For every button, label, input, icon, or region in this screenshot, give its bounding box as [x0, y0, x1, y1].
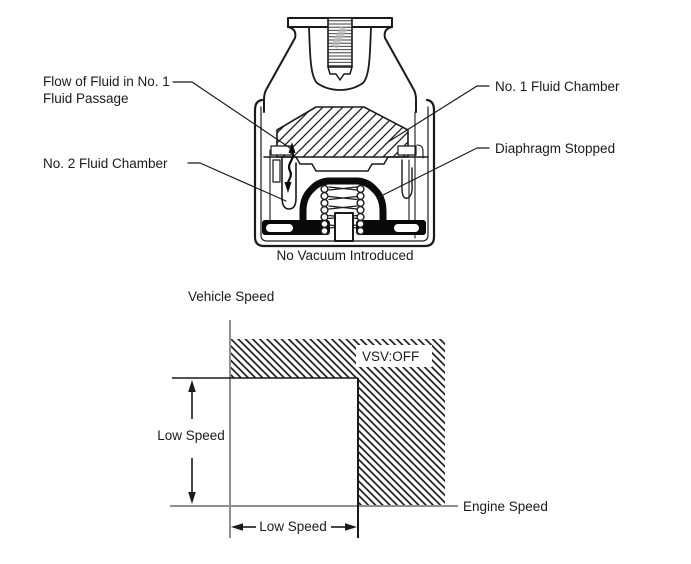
flow-of-fluid-label-line1: Flow of Fluid in No. 1 [43, 74, 170, 89]
engine-speed-axis-label: Engine Speed [463, 499, 548, 514]
vehicle-speed-axis-label: Vehicle Speed [188, 289, 274, 304]
vsv-graph: VSV:OFF Low Speed Low Speed Vehicle Spee… [157, 289, 548, 538]
low-speed-bottom-label: Low Speed [259, 519, 327, 534]
mount-outer-housing [253, 98, 436, 248]
low-speed-vertical-arrow-icon [188, 380, 196, 504]
low-speed-horizontal-arrow-icon [231, 523, 357, 531]
leader-flow-of-fluid [172, 81, 291, 149]
bellows [320, 184, 365, 236]
diaphragm [293, 177, 393, 234]
leader-diaphragm [376, 147, 490, 199]
mount-bell-left-side [263, 26, 297, 113]
leader-no2-chamber [187, 162, 287, 202]
rubber-block [276, 106, 409, 158]
vsv-off-hatched-region [230, 339, 445, 505]
mount-caption: No Vacuum Introduced [276, 248, 413, 263]
flow-of-fluid-label-line2: Fluid Passage [43, 91, 129, 106]
no2-fluid-chamber-label: No. 2 Fluid Chamber [43, 156, 168, 171]
threaded-stud [327, 17, 353, 81]
right-chamber-details [397, 111, 424, 239]
leader-no1-chamber [387, 85, 490, 143]
vsv-off-label: VSV:OFF [362, 349, 419, 364]
engine-mount-illustration: Flow of Fluid in No. 1 Fluid Passage No.… [43, 17, 620, 263]
vsv-off-label-box [356, 345, 432, 367]
leader-lines [172, 81, 490, 202]
no1-fluid-chamber-label: No. 1 Fluid Chamber [495, 79, 620, 94]
fluid-flow-arrow-icon [284, 142, 296, 193]
diaphragm-stopped-label: Diaphragm Stopped [495, 141, 615, 156]
partition-plate [263, 156, 429, 172]
low-speed-left-label: Low Speed [157, 428, 225, 443]
center-post [334, 212, 354, 242]
mount-bell-cavity [308, 26, 372, 91]
mount-bell-right-side [383, 26, 417, 113]
